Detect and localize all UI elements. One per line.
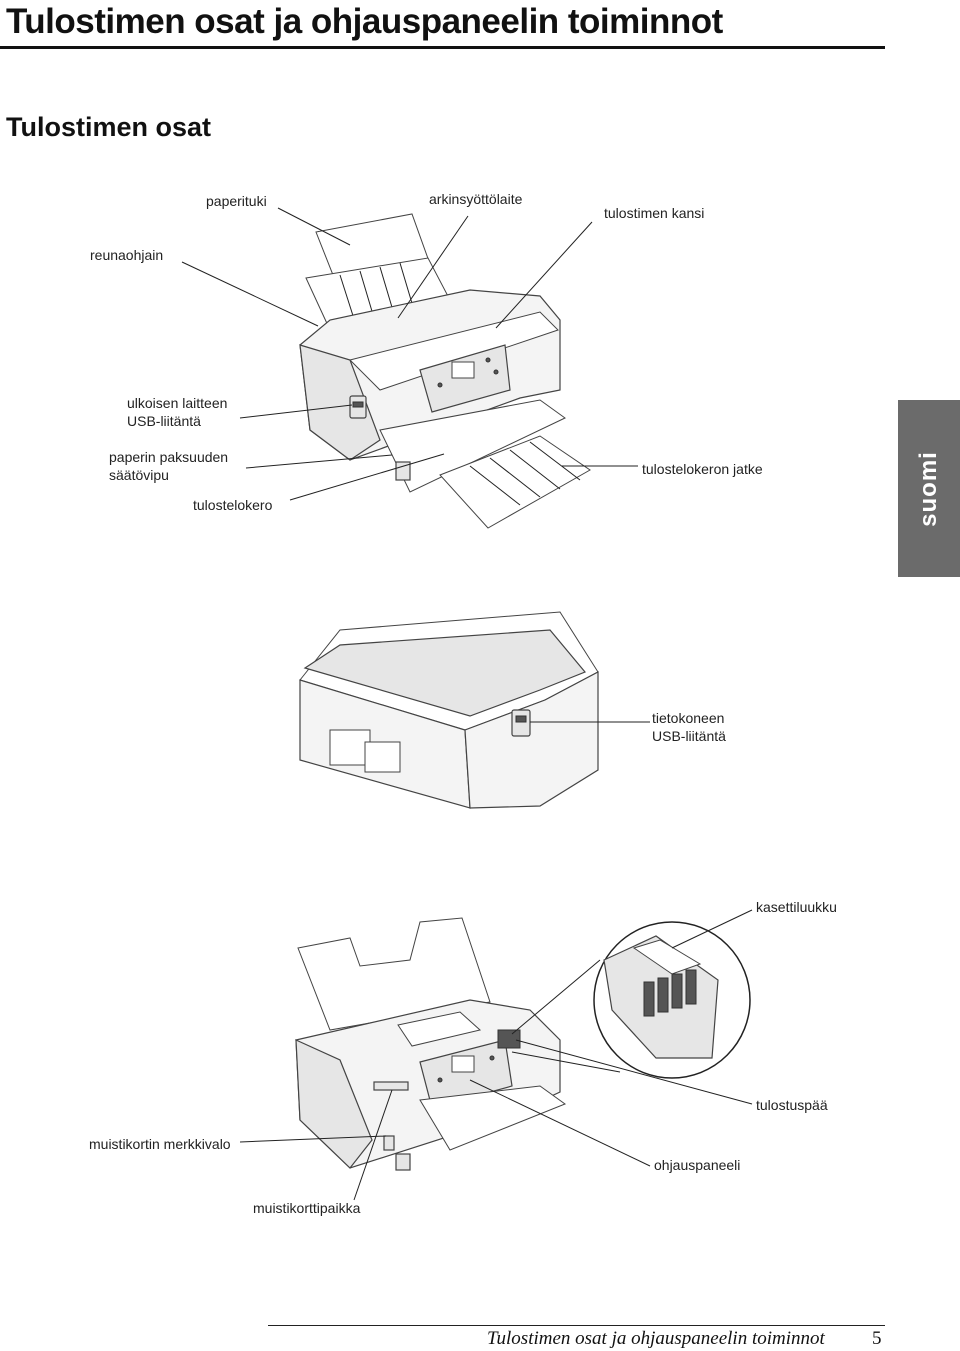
label-output-tray: tulostelokero <box>193 497 273 513</box>
label-paper-support: paperituki <box>206 193 267 209</box>
control-panel-open-drawing <box>419 1039 513 1109</box>
printer-back-illustration <box>299 611 599 809</box>
label-pc-usb-line1: tietokoneen <box>652 710 725 726</box>
cartridge-zoom-illustration <box>511 921 751 1079</box>
figure1-leader-lines <box>181 207 638 501</box>
label-sheet-feeder: arkinsyöttölaite <box>429 191 523 207</box>
language-tab: suomi <box>898 400 960 577</box>
label-thickness-line2: säätövipu <box>109 467 169 483</box>
section-title: Tulostimen osat <box>6 112 212 142</box>
label-output-ext: tulostelokeron jatke <box>642 461 763 477</box>
label-card-slot: muistikorttipaikka <box>253 1200 361 1216</box>
pc-usb-port-drawing <box>511 709 531 737</box>
label-print-head: tulostuspää <box>756 1097 828 1113</box>
label-card-light: muistikortin merkkivalo <box>89 1136 231 1152</box>
figure3-leader-lines <box>239 909 753 1201</box>
footer-rule <box>268 1325 885 1326</box>
label-pc-usb-line2: USB-liitäntä <box>652 728 726 744</box>
printer-open-illustration <box>295 917 567 1171</box>
footer-running-title: Tulostimen osat ja ohjauspaneelin toimin… <box>487 1328 825 1349</box>
label-thickness-line1: paperin paksuuden <box>109 449 229 465</box>
label-cartridge-cover: kasettiluukku <box>756 899 837 915</box>
title-rule <box>0 46 885 49</box>
page-title: Tulostimen osat ja ohjauspaneelin toimin… <box>6 2 723 41</box>
label-edge-guide: reunaohjain <box>90 247 164 263</box>
label-printer-cover: tulostimen kansi <box>604 205 705 221</box>
page-number: 5 <box>872 1328 882 1349</box>
label-ext-usb-line2: USB-liitäntä <box>127 413 201 429</box>
label-control-panel: ohjauspaneeli <box>654 1157 741 1173</box>
card-slot-drawing <box>373 1081 409 1091</box>
printer-front-illustration <box>299 213 591 529</box>
label-ext-usb-line1: ulkoisen laitteen <box>127 395 228 411</box>
